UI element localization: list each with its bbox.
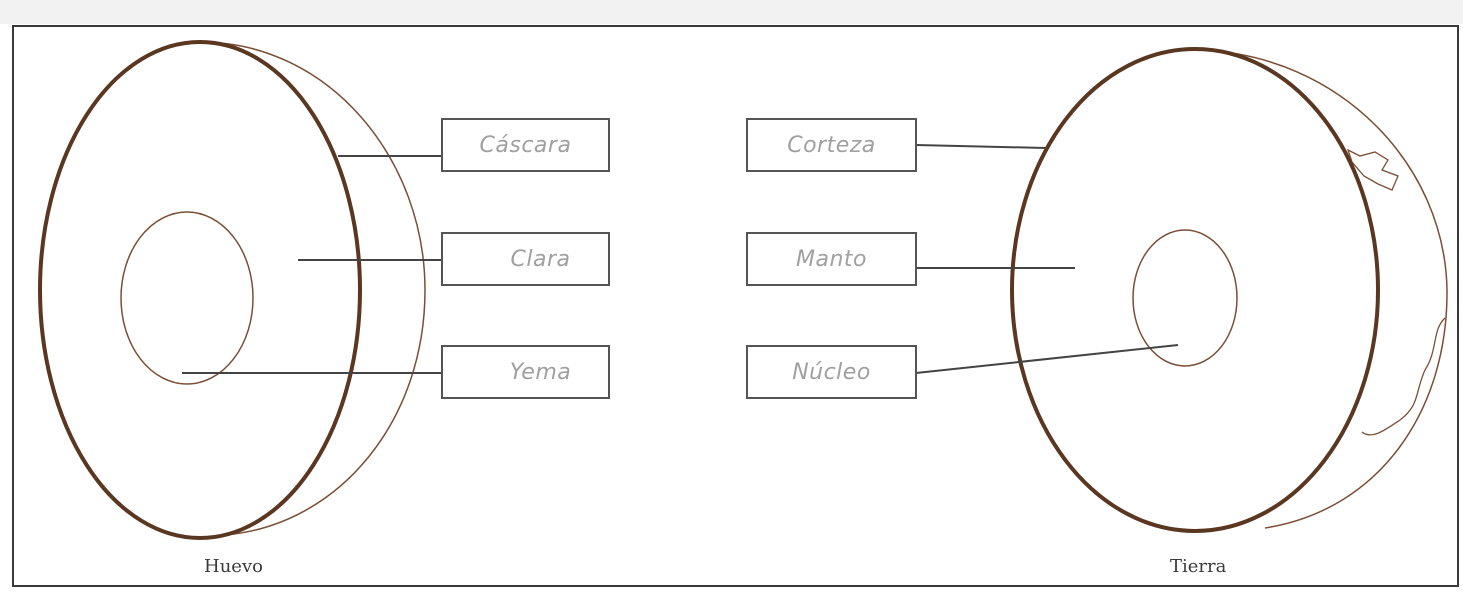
label-cascara: Cáscara [479,132,572,158]
label-clara: Clara [510,246,571,272]
egg-yolk-outline [120,211,254,385]
earth-figure [1010,47,1448,533]
earth-continent-outline [1346,148,1399,191]
label-box-cascara: Cáscara [441,118,610,172]
leader-line-corteza [915,144,1047,149]
label-yema: Yema [509,359,572,385]
earth-core-outline [1132,229,1238,367]
earth-continent-outline-2 [1361,317,1446,436]
caption-huevo: Huevo [204,556,263,577]
label-corteza: Corteza [787,132,876,158]
egg-shell-side [199,41,426,536]
leader-line-nucleo [915,344,1179,374]
caption-tierra: Tierra [1170,556,1227,577]
label-nucleo: Núcleo [792,359,871,385]
label-box-manto: Manto [746,232,917,286]
egg-figure [38,40,426,540]
label-box-nucleo: Núcleo [746,345,917,399]
egg-leader-lines [182,155,442,374]
label-manto: Manto [796,246,867,272]
label-box-clara: Clara [441,232,610,286]
earth-leader-lines [915,144,1179,374]
earth-globe-side [1199,49,1448,529]
label-box-yema: Yema [441,345,610,399]
earth-outer-outline [1010,47,1380,533]
label-box-corteza: Corteza [746,118,917,172]
egg-outer-outline [38,40,362,540]
top-band [0,0,1463,24]
